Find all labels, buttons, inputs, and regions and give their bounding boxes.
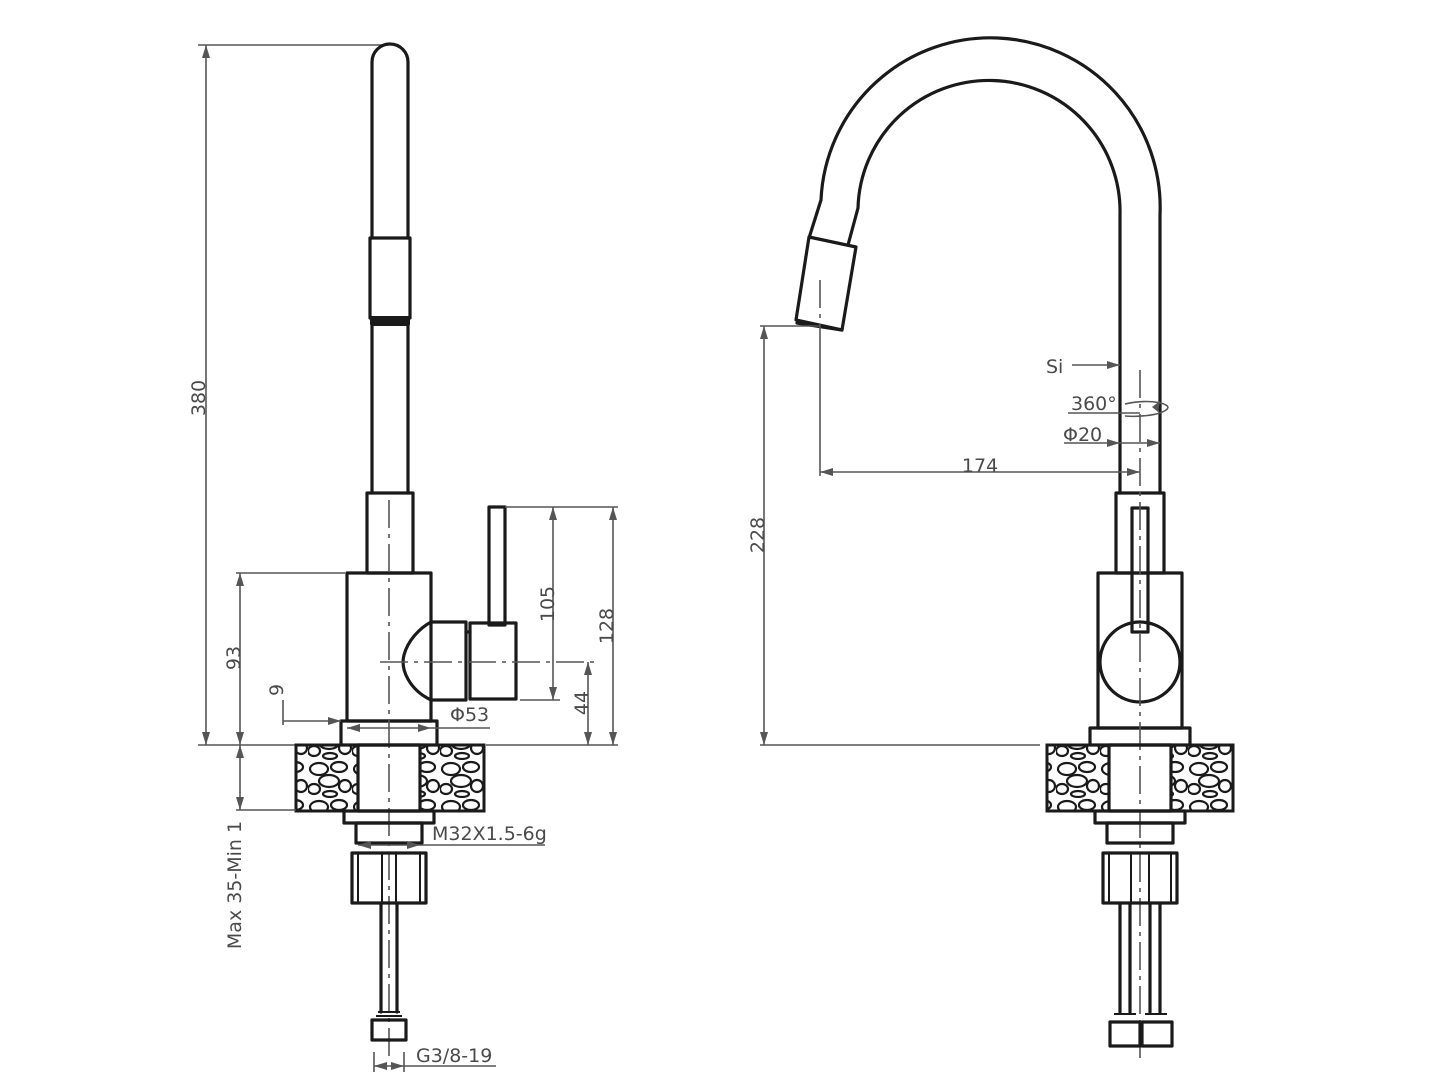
dim-offset xyxy=(282,700,341,725)
label-lever-axis: 44 xyxy=(571,691,593,715)
front-countertop xyxy=(1045,743,1235,813)
dim-overall-height xyxy=(198,44,388,746)
dim-spout-height xyxy=(760,325,1040,746)
label-hose: G3/8-19 xyxy=(416,1045,492,1067)
dim-lever-length xyxy=(505,506,560,701)
label-lever-top: 128 xyxy=(596,608,618,644)
gooseneck-spout xyxy=(794,36,1166,575)
dim-lever-top xyxy=(486,506,618,746)
countertop-section xyxy=(294,743,486,813)
label-lever-length: 105 xyxy=(537,586,559,622)
dim-body-diameter xyxy=(347,724,490,732)
dim-rotation xyxy=(1068,400,1169,418)
label-tube-diameter: Φ20 xyxy=(1063,424,1102,446)
dim-body-height xyxy=(236,572,345,811)
dim-hose xyxy=(373,1052,496,1072)
label-material: Si xyxy=(1046,356,1063,378)
label-spout-reach: 174 xyxy=(962,455,998,477)
label-body-height: 93 xyxy=(223,646,245,670)
dim-tube-diameter xyxy=(1064,439,1160,447)
label-rotation: 360° xyxy=(1071,393,1117,415)
label-thread: M32X1.5-6g xyxy=(432,823,547,845)
front-view: 228 174 Si 360° Φ20 xyxy=(747,36,1235,1060)
dim-material xyxy=(1072,361,1120,369)
faucet-spout xyxy=(365,42,415,575)
dim-thread xyxy=(358,841,545,849)
mounting-hardware xyxy=(342,809,436,1042)
label-max-min: Max 35-Min 1 xyxy=(224,821,246,949)
label-spout-height: 228 xyxy=(747,517,769,553)
label-offset: 9 xyxy=(266,684,288,696)
label-overall-height: 380 xyxy=(188,380,210,416)
dim-spout-reach xyxy=(819,330,1140,476)
label-body-diameter: Φ53 xyxy=(450,704,489,726)
side-view: 380 93 9 Max 35-Min 1 105 128 44 Φ53 M32… xyxy=(188,42,618,1072)
dim-lever-axis xyxy=(584,662,592,745)
front-mounting-hardware xyxy=(1093,809,1187,1048)
